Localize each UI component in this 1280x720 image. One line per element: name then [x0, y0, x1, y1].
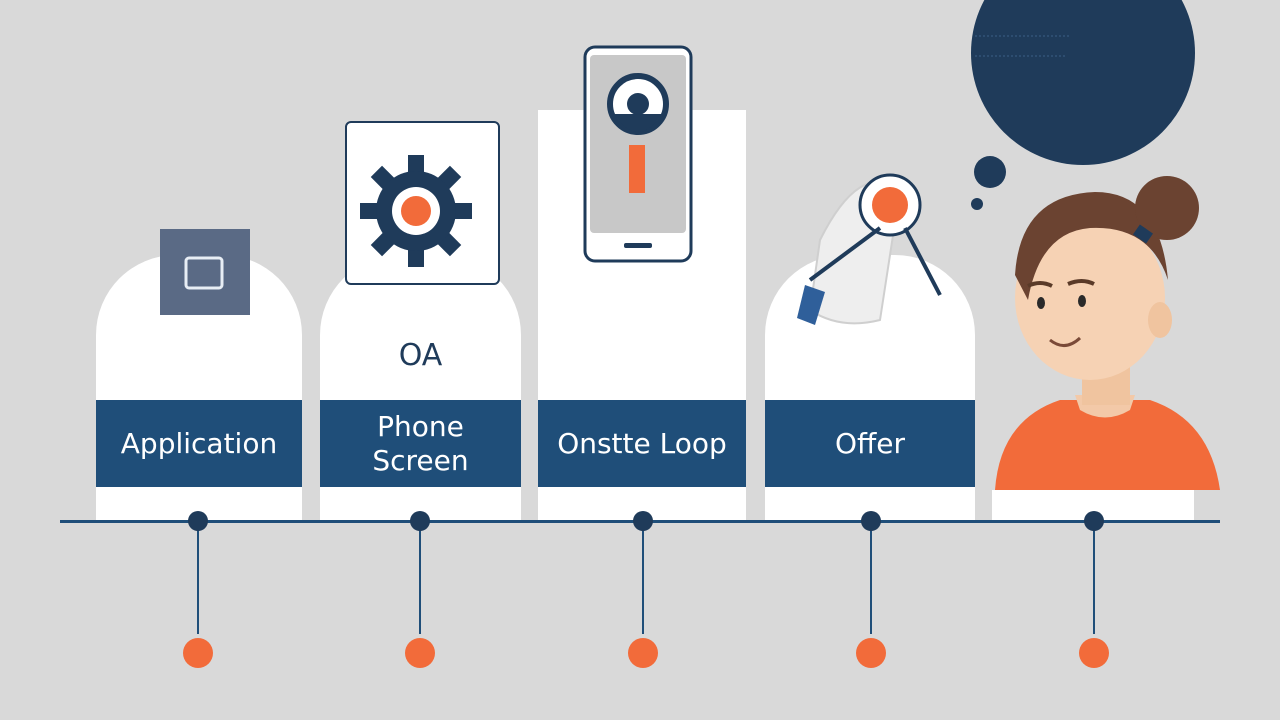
timeline-node [188, 511, 208, 531]
timeline-node [861, 511, 881, 531]
stage-label-text: Application [120, 426, 278, 460]
stage-label-onsite-loop: Onstte Loop [538, 400, 746, 487]
stage-label-application: Application [96, 400, 302, 487]
timeline-node [633, 511, 653, 531]
timeline-endpoint [405, 638, 435, 668]
timeline-endpoint [856, 638, 886, 668]
stage-label-phone-screen: Phone Screen [320, 400, 521, 487]
timeline-node [1084, 511, 1104, 531]
timeline-endpoint [183, 638, 213, 668]
timeline-node [410, 511, 430, 531]
timeline-stem [1093, 522, 1095, 634]
stage-label-text: Phone Screen [372, 409, 469, 477]
timeline-stem [197, 522, 199, 634]
stage-sublabel-oa: OA [398, 338, 443, 373]
timeline-stem [642, 522, 644, 634]
stage-label-text: Onstte Loop [557, 426, 727, 460]
timeline-stem [419, 522, 421, 634]
timeline-endpoint [1079, 638, 1109, 668]
timeline-endpoint [628, 638, 658, 668]
stage-label-offer: Offer [765, 400, 975, 487]
stage-label-text: Offer [834, 426, 906, 460]
timeline-stem [870, 522, 872, 634]
